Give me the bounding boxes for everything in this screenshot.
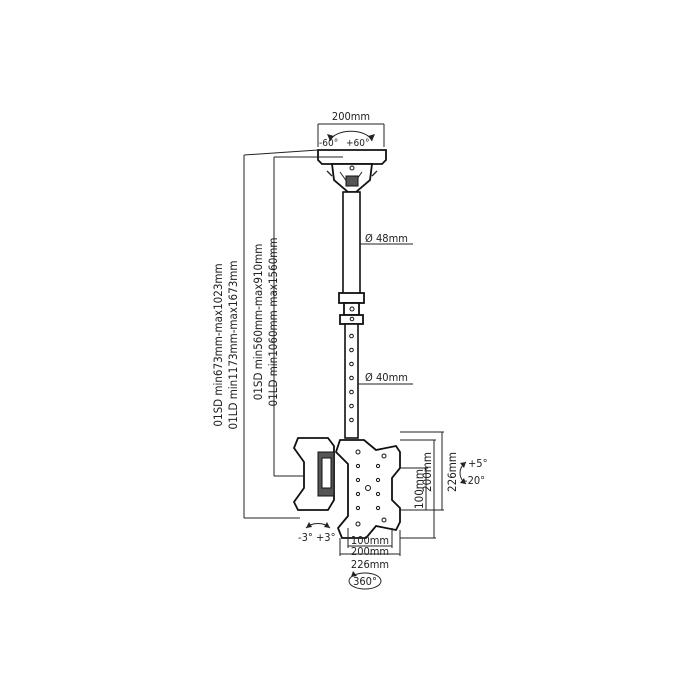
rotate-arrow-icon: [351, 571, 357, 577]
swivel-indicator: -3° +3°: [298, 522, 336, 544]
tilt-indicator: +5° -20°: [459, 457, 488, 487]
inner-length-line2: 01LD min1060mm-max1560mm: [266, 238, 280, 407]
outer-length-line1: 01SD min673mm-max1023mm: [211, 263, 225, 426]
lower-tube: Ø 40mm: [344, 323, 413, 439]
arrow-down-icon: [460, 478, 466, 484]
swivel-right-label: +3°: [316, 531, 336, 544]
upper-tube-diameter-symbol: Ø: [365, 232, 373, 245]
upper-tube: Ø 48mm: [342, 191, 413, 295]
top-width-label: 200mm: [332, 110, 370, 123]
tilt-down-label: -20°: [464, 474, 485, 487]
plate-width-total-label: 226mm: [351, 558, 389, 571]
outer-length-line2: 01LD min1173mm-max1673mm: [226, 261, 240, 430]
lower-tube-diameter-label: 40mm: [376, 371, 408, 384]
arrow-left-icon: [327, 134, 334, 141]
upper-tube-diameter-label: 48mm: [376, 232, 408, 245]
top-rotation-indicator: -60° +60°: [319, 130, 375, 149]
arrow-up-icon: [460, 462, 466, 468]
tilt-up-label: +5°: [468, 457, 488, 470]
top-width-dimension: 200mm: [317, 110, 385, 147]
arrow-right-icon: [368, 134, 375, 141]
swivel-right-arrow-icon: [324, 522, 330, 528]
swivel-left-label: -3°: [298, 531, 313, 544]
full-rotation-indicator: 360°: [348, 571, 382, 590]
plate-height-inner-label: 100mm: [412, 469, 426, 509]
ceiling-bracket: [317, 149, 387, 193]
plate-width-outer-label: 200mm: [351, 545, 389, 558]
plate-height-dimensions: 100mm 200mm 226mm: [400, 431, 459, 539]
top-rotation-left-label: -60°: [319, 138, 338, 149]
plate-width-inner-label: 100mm: [351, 534, 389, 547]
vesa-plate: [292, 437, 401, 539]
swivel-left-arrow-icon: [306, 522, 312, 528]
plate-height-outer-label: 200mm: [420, 452, 434, 492]
inner-length-line1: 01SD min560mm-max910mm: [251, 244, 265, 401]
top-rotation-right-label: +60°: [346, 138, 369, 149]
plate-height-total-label: 226mm: [445, 452, 459, 492]
length-dimensions: 01SD min673mm-max1023mm 01LD min1173mm-m…: [211, 149, 343, 519]
plate-width-dimensions: 100mm 200mm 226mm: [339, 528, 401, 571]
tube-collar: [338, 292, 365, 325]
full-rotation-label: 360°: [353, 575, 377, 588]
lower-tube-diameter-symbol: Ø: [365, 371, 373, 384]
